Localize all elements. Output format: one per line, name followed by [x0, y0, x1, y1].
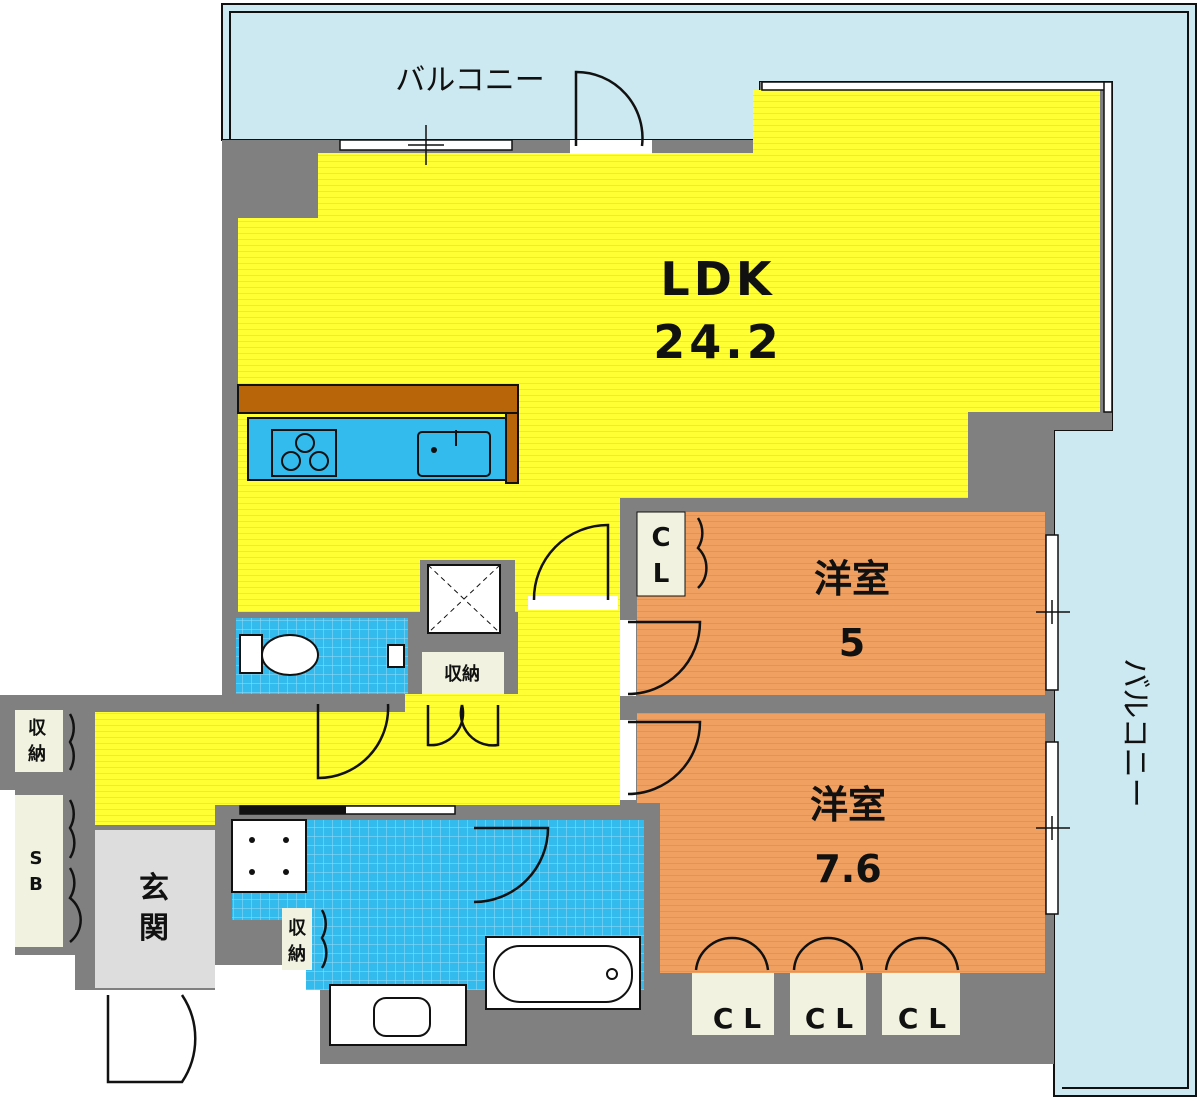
washroom [231, 805, 644, 1046]
western-room-2-closet-2: C L [805, 1002, 853, 1035]
doors [68, 70, 960, 1084]
hall-storage-label: 収納 [444, 663, 480, 685]
western-room-2-size: 7.6 [814, 847, 881, 891]
left-storage-label-top: 収 [28, 718, 47, 739]
shoe-box-label-bottom: B [29, 874, 43, 895]
western-room-2-closet-1: C L [713, 1002, 761, 1035]
kitchen-counter [237, 384, 519, 484]
right-balcony-label: バルコニー [1117, 658, 1152, 807]
windows [339, 81, 1113, 915]
western-room-2-closet-3: C L [898, 1002, 946, 1035]
western-room-2-name: 洋室 [810, 783, 886, 827]
wash-storage-label-bottom: 納 [288, 943, 306, 965]
toilet-room [236, 618, 408, 694]
top-balcony-label: バルコニー [395, 63, 544, 98]
left-storage-label-bottom: 納 [28, 743, 46, 765]
western-room-1-size: 5 [839, 621, 865, 665]
western-room-1-name: 洋室 [814, 557, 890, 601]
ldk-size: 24.2 [653, 315, 783, 369]
western-room-1-closet-bottom: L [653, 559, 670, 589]
entrance-name-bottom: 関 [139, 911, 169, 946]
ldk-room [238, 90, 1100, 612]
western-room-1 [636, 511, 1045, 695]
western-room-2 [637, 713, 1045, 973]
western-room-1-closet-top: C [651, 523, 670, 553]
western-room-2-closets [692, 973, 960, 1035]
shoe-box-label-top: S [30, 848, 43, 869]
hall-storage [422, 564, 504, 694]
hallway [95, 612, 620, 825]
entrance-area [95, 830, 215, 988]
left-storage [15, 710, 63, 947]
ldk-name: LDK [660, 252, 775, 306]
entrance-name-top: 玄 [139, 871, 169, 906]
wash-storage-label-top: 収 [288, 918, 307, 939]
